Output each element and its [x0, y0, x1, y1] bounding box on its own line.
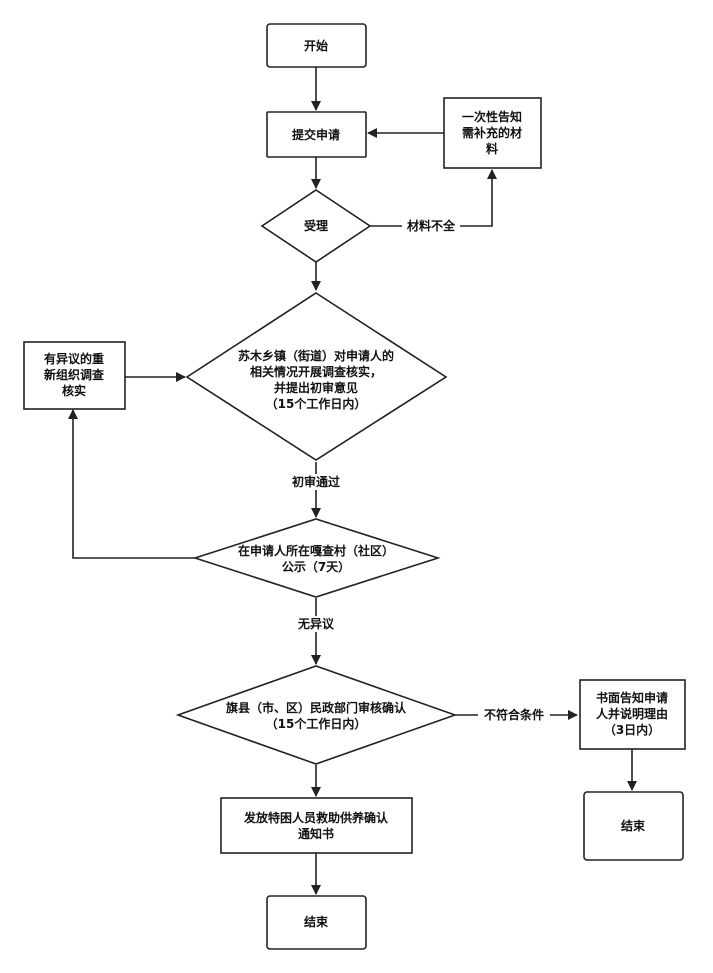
node-text-line: 发放特困人员救助供养确认: [243, 810, 389, 825]
node-text-line: 旗县（市、区）民政部门审核确认: [226, 700, 407, 715]
node-text-line: 书面告知申请: [596, 690, 668, 705]
node-text-line: 人并说明理由: [596, 706, 668, 721]
edge-labels: 材料不全 初审通过 无异议 不符合条件: [286, 218, 550, 723]
node-text-line: 结束: [621, 818, 646, 833]
node-submit-text: 提交申请: [292, 127, 340, 142]
node-text-line: （15个工作日内）: [266, 716, 367, 731]
node-written-notice: [579, 679, 686, 750]
node-investigate: [185, 292, 448, 461]
node-text-line: 有异议的重: [44, 351, 104, 366]
node-text-line: 提交申请: [292, 127, 340, 142]
node-reinvestigate: [23, 341, 126, 410]
edge-label-no-objection: 无异议: [297, 616, 335, 631]
node-publicize: [192, 518, 441, 598]
node-start-text: 开始: [304, 38, 328, 53]
node-text-line: 并提出初审意见: [274, 380, 358, 395]
node-text-line: 开始: [304, 38, 328, 53]
node-text-line: 新组织调查: [44, 367, 105, 382]
edge-label-passed: 初审通过: [292, 474, 340, 489]
node-text-line: 需补充的材: [462, 125, 522, 140]
node-issue-notice-text: 发放特困人员救助供养确认通知书: [243, 810, 389, 841]
node-text-line: （15个工作日内）: [266, 396, 367, 411]
edge-accept-to-notify: [370, 169, 497, 227]
node-end-side-text: 结束: [621, 818, 646, 833]
node-publicize-text: 在申请人所在嘎查村（社区）公示（7天）: [238, 543, 394, 574]
node-investigate-text: 苏木乡镇（街道）对申请人的相关情况开展调查核实，并提出初审意见（15个工作日内）: [238, 348, 394, 411]
node-county-review: [175, 665, 458, 765]
node-county-review-text: 旗县（市、区）民政部门审核确认（15个工作日内）: [226, 700, 407, 731]
node-text-line: 通知书: [298, 826, 334, 841]
nodes: 开始 提交申请 一次性告知需补充的材料 受理 苏木乡镇（街道）对申请人的相关情况…: [23, 23, 686, 950]
node-text-line: 苏木乡镇（街道）对申请人的: [238, 348, 394, 363]
node-end-main-text: 结束: [304, 914, 329, 929]
edges: [68, 67, 637, 895]
edge-publicize-to-reinvestigate: [68, 409, 195, 559]
edge-label-not-eligible: 不符合条件: [484, 707, 544, 722]
node-issue-notice: [220, 797, 413, 854]
node-text-line: 料: [486, 141, 498, 156]
node-reinvestigate-text: 有异议的重新组织调查核实: [44, 351, 105, 398]
node-accept-text: 受理: [304, 218, 328, 233]
node-end-main: [266, 895, 367, 950]
node-text-line: 核实: [62, 383, 86, 398]
node-text-line: 受理: [304, 218, 328, 233]
node-text-line: 结束: [304, 914, 329, 929]
node-text-line: 一次性告知: [462, 109, 522, 124]
node-text-line: 在申请人所在嘎查村（社区）: [238, 543, 394, 558]
node-submit: [266, 111, 367, 158]
node-written-notice-text: 书面告知申请人并说明理由（3日内）: [596, 690, 668, 737]
node-accept: [260, 189, 372, 263]
node-text-line: （3日内）: [604, 722, 660, 737]
node-notify-materials-text: 一次性告知需补充的材料: [462, 109, 522, 156]
node-text-line: 公示（7天）: [282, 559, 350, 574]
node-start: [266, 23, 367, 68]
edge-label-incomplete: 材料不全: [406, 218, 456, 233]
node-text-line: 相关情况开展调查核实，: [250, 364, 382, 379]
node-end-side: [583, 791, 684, 861]
node-notify-materials: [443, 97, 542, 169]
